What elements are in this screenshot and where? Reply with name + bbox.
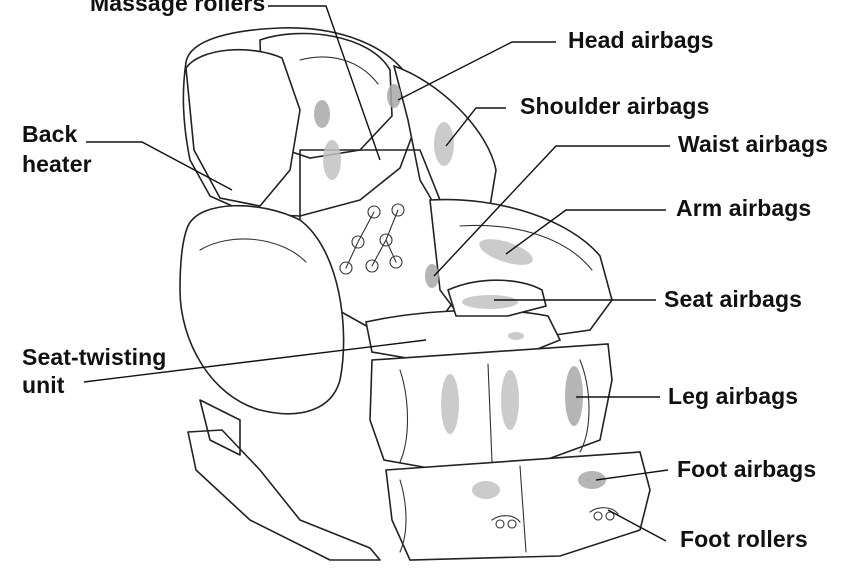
chair-base [188,430,380,560]
massage-rollers-label: Massage rollers [90,0,265,16]
shoulder-airbag [434,122,454,166]
foot-airbag-2 [578,471,606,489]
head-airbag-right [387,84,401,108]
chair-rear-leg [200,400,240,455]
twist-unit-bag [508,332,524,340]
seat-airbags-label: Seat airbags [664,287,802,312]
foot-rollers-label: Foot rollers [680,527,808,552]
back-heater-label-line2: heater [22,152,92,177]
leg-airbag-2 [501,370,519,430]
arm-airbags-label: Arm airbags [676,196,811,221]
seat-twisting-label-line1: Seat-twisting [22,345,166,370]
roller-mechanism [340,204,404,274]
left-side-panel [180,206,344,414]
seat-airbag [462,295,518,309]
back-airbag [323,140,341,180]
waist-airbags-label: Waist airbags [678,132,828,157]
leg-airbag-3 [565,366,583,426]
shoulder-airbags-label: Shoulder airbags [520,94,709,119]
leg-airbags-label: Leg airbags [668,384,798,409]
leg-airbag-1 [441,374,459,434]
foot-rest [386,452,650,560]
head-airbag-left [314,100,330,128]
foot-airbag-1 [472,481,500,499]
head-airbags-label: Head airbags [568,28,714,53]
seat-twisting-label-line2: unit [22,373,65,398]
back-heater-label-line1: Back [22,122,77,147]
waist-airbag [425,264,439,288]
foot-airbags-label: Foot airbags [677,457,816,482]
